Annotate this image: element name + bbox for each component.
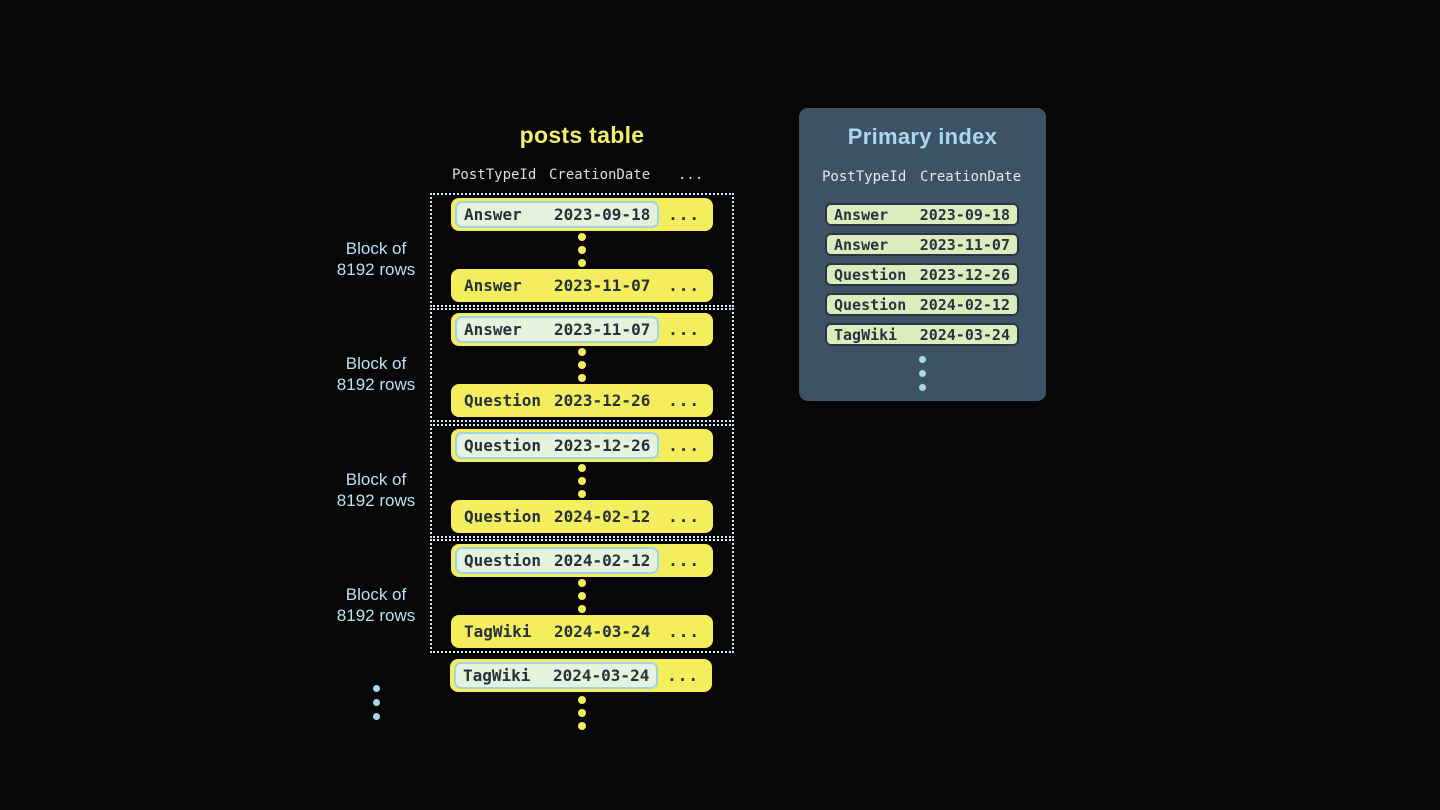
primary-index-panel: Primary index PostTypeId CreationDate Ans… xyxy=(799,108,1046,401)
table-row: Question 2023-12-26 ... xyxy=(451,429,713,462)
column-header-posttypeid: PostTypeId xyxy=(822,169,907,185)
row-cell: Question 2024-02-12 xyxy=(455,503,659,530)
post-type: Answer xyxy=(464,276,522,295)
post-type: TagWiki xyxy=(834,325,898,344)
primary-index-title: Primary index xyxy=(847,124,998,149)
row-ellipsis: ... xyxy=(668,320,700,339)
creation-date: 2023-09-18 xyxy=(919,205,1010,224)
primary-index-column-headers: PostTypeId CreationDate xyxy=(822,169,1021,185)
post-type: Question xyxy=(834,295,907,314)
creation-date: 2024-02-12 xyxy=(919,295,1010,314)
column-header-creationdate: CreationDate xyxy=(920,169,1022,185)
creation-date: 2023-11-07 xyxy=(919,235,1010,254)
primary-index-rows: Answer 2023-09-18 Answer 2023-11-07 Questi… xyxy=(825,203,1019,353)
post-type: Question xyxy=(464,551,542,570)
posts-table-column-headers: PostTypeId CreationDate... xyxy=(452,166,703,184)
post-type: TagWiki xyxy=(464,622,532,641)
post-type: TagWiki xyxy=(463,666,531,685)
block-size-label: Block of 8192 rows xyxy=(336,354,416,394)
creation-date: 2023-11-07 xyxy=(554,320,651,339)
overflow-row: TagWiki 2024-03-24 ... xyxy=(450,659,712,692)
row-ellipsis: ... xyxy=(667,666,699,685)
vertical-ellipsis-dots xyxy=(578,579,586,613)
vertical-ellipsis-dots xyxy=(578,233,586,267)
row-ellipsis: ... xyxy=(668,391,700,410)
block-size-label: Block of 8192 rows xyxy=(336,585,416,625)
vertical-ellipsis-dots xyxy=(578,348,586,382)
row-block-3: Question 2023-12-26 ... Question 2024-02-1… xyxy=(430,424,734,538)
indexed-key-cell: Answer 2023-09-18 xyxy=(455,201,660,228)
creation-date: 2023-12-26 xyxy=(554,436,651,455)
row-ellipsis: ... xyxy=(668,276,700,295)
row-cell: Question 2023-12-26 xyxy=(455,387,659,414)
table-row: Question 2024-02-12 ... xyxy=(451,500,713,533)
column-header-creationdate: CreationDate xyxy=(549,167,651,183)
post-type: Answer xyxy=(464,205,522,224)
row-cell: Answer 2023-11-07 xyxy=(455,272,659,299)
creation-date: 2023-11-07 xyxy=(554,276,651,295)
table-row: Answer 2023-11-07 ... xyxy=(451,313,713,346)
row-block-4: Question 2024-02-12 ... TagWiki 2024-03-24… xyxy=(430,539,734,653)
index-entry: TagWiki 2024-03-24 xyxy=(825,323,1019,346)
creation-date: 2024-03-24 xyxy=(919,325,1010,344)
row-ellipsis: ... xyxy=(668,507,700,526)
post-type: Question xyxy=(464,507,542,526)
post-type: Question xyxy=(834,265,907,284)
creation-date: 2024-02-12 xyxy=(554,551,651,570)
row-block-2: Answer 2023-11-07 ... Question 2023-12-26 … xyxy=(430,308,734,422)
index-entry: Answer 2023-11-07 xyxy=(825,233,1019,256)
post-type: Question xyxy=(464,391,542,410)
creation-date: 2023-09-18 xyxy=(554,205,651,224)
row-block-1: Answer 2023-09-18 ... Answer 2023-11-07 ..… xyxy=(430,193,734,307)
row-ellipsis: ... xyxy=(668,622,700,641)
row-cell: TagWiki 2024-03-24 xyxy=(455,618,659,645)
creation-date: 2024-03-24 xyxy=(554,622,651,641)
row-ellipsis: ... xyxy=(668,551,700,570)
post-type: Answer xyxy=(464,320,522,339)
creation-date: 2024-03-24 xyxy=(553,666,650,685)
index-entry: Question 2023-12-26 xyxy=(825,263,1019,286)
table-row: TagWiki 2024-03-24 ... xyxy=(451,615,713,648)
row-ellipsis: ... xyxy=(668,436,700,455)
post-type: Answer xyxy=(834,235,889,254)
row-ellipsis: ... xyxy=(668,205,700,224)
post-type: Question xyxy=(464,436,542,455)
table-row: Question 2024-02-12 ... xyxy=(451,544,713,577)
column-header-posttypeid: PostTypeId xyxy=(452,167,537,183)
indexed-key-cell: Answer 2023-11-07 xyxy=(455,316,660,343)
more-blocks-dots xyxy=(326,685,426,720)
indexed-key-cell: Question 2023-12-26 xyxy=(455,432,660,459)
table-row: Answer 2023-11-07 ... xyxy=(451,269,713,302)
block-size-label: Block of 8192 rows xyxy=(336,470,416,510)
index-entry: Answer 2023-09-18 xyxy=(825,203,1019,226)
table-row: Answer 2023-09-18 ... xyxy=(451,198,713,231)
column-header-ellipsis: ... xyxy=(678,167,704,183)
creation-date: 2023-12-26 xyxy=(554,391,651,410)
vertical-ellipsis-dots xyxy=(578,464,586,498)
block-size-label: Block of 8192 rows xyxy=(336,239,416,279)
post-type: Answer xyxy=(834,205,889,224)
more-rows-dots xyxy=(430,696,734,730)
indexed-key-cell: Question 2024-02-12 xyxy=(455,547,660,574)
index-entry: Question 2024-02-12 xyxy=(825,293,1019,316)
indexed-key-cell: TagWiki 2024-03-24 xyxy=(454,662,659,689)
table-row: Question 2023-12-26 ... xyxy=(451,384,713,417)
posts-table-title: posts table xyxy=(519,122,645,148)
creation-date: 2023-12-26 xyxy=(919,265,1010,284)
more-index-entries-dots xyxy=(799,356,1046,391)
creation-date: 2024-02-12 xyxy=(554,507,651,526)
